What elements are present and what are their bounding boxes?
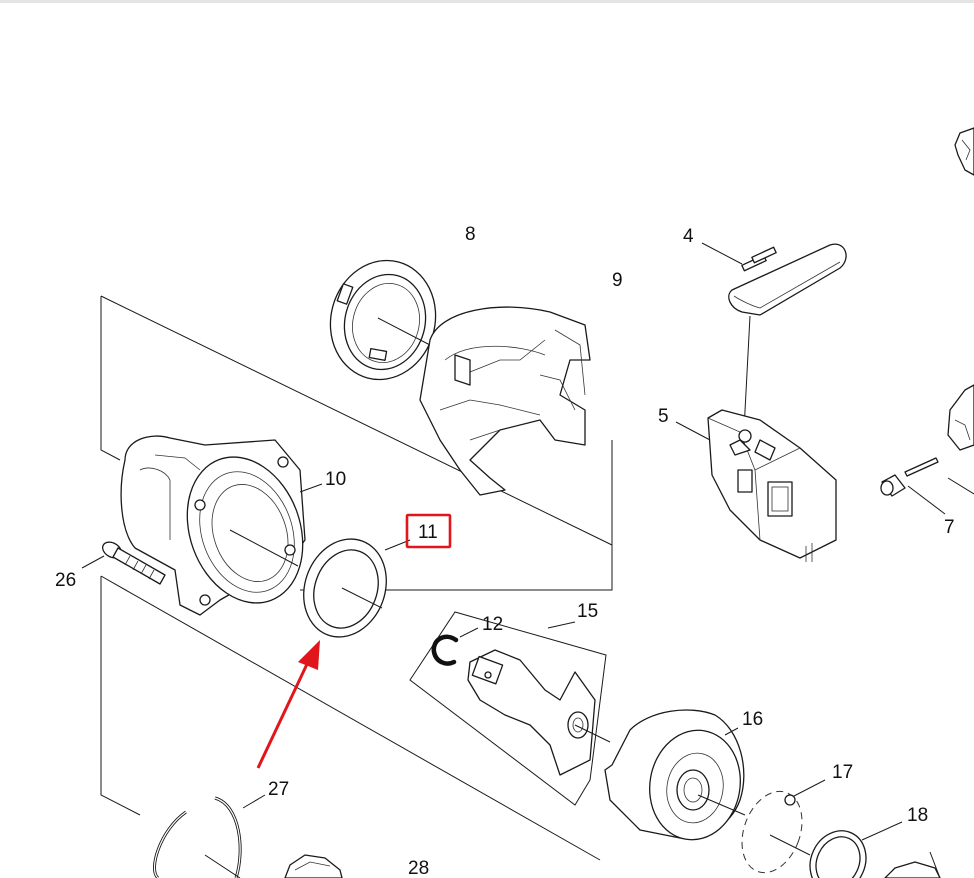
part-16-hammer bbox=[604, 709, 746, 841]
callout-26: 26 bbox=[55, 570, 76, 591]
part-8-ring-collar bbox=[329, 259, 437, 381]
callout-4: 4 bbox=[683, 226, 694, 247]
callout-8: 8 bbox=[465, 224, 476, 245]
part-9-front-cover bbox=[419, 306, 591, 496]
part-11-washer bbox=[303, 538, 411, 638]
callout-10: 10 bbox=[325, 469, 346, 490]
callout-28: 28 bbox=[408, 858, 429, 878]
callout-7: 7 bbox=[944, 517, 955, 538]
part-28-partial bbox=[284, 854, 343, 878]
part-12-retaining-ring bbox=[431, 627, 479, 666]
part-18-o-ring bbox=[809, 821, 903, 878]
part-26-bolt bbox=[81, 541, 166, 585]
callout-18: 18 bbox=[907, 805, 928, 826]
part-27-snap-ring bbox=[153, 794, 266, 878]
red-pointer-arrow bbox=[256, 640, 320, 769]
part-7-bushing-pin bbox=[880, 457, 946, 515]
right-edge-partial-parts bbox=[884, 127, 974, 878]
callout-11-highlight-box bbox=[405, 513, 452, 549]
callout-17: 17 bbox=[832, 762, 853, 783]
callout-12: 12 bbox=[482, 614, 503, 635]
part-5-switch bbox=[675, 409, 837, 562]
assembly-bracket-lines bbox=[100, 295, 613, 861]
part-17-steel-balls bbox=[741, 779, 826, 874]
callout-11: 11 bbox=[418, 522, 438, 543]
part-15-anvil bbox=[467, 621, 611, 776]
callout-9: 9 bbox=[612, 270, 623, 291]
callout-27: 27 bbox=[268, 779, 289, 800]
top-border bbox=[0, 0, 974, 3]
part-4-switch-lever bbox=[701, 242, 847, 431]
part-10-gear-housing bbox=[120, 435, 323, 616]
callout-15: 15 bbox=[577, 601, 598, 622]
callout-16: 16 bbox=[742, 709, 763, 730]
callout-5: 5 bbox=[658, 406, 669, 427]
